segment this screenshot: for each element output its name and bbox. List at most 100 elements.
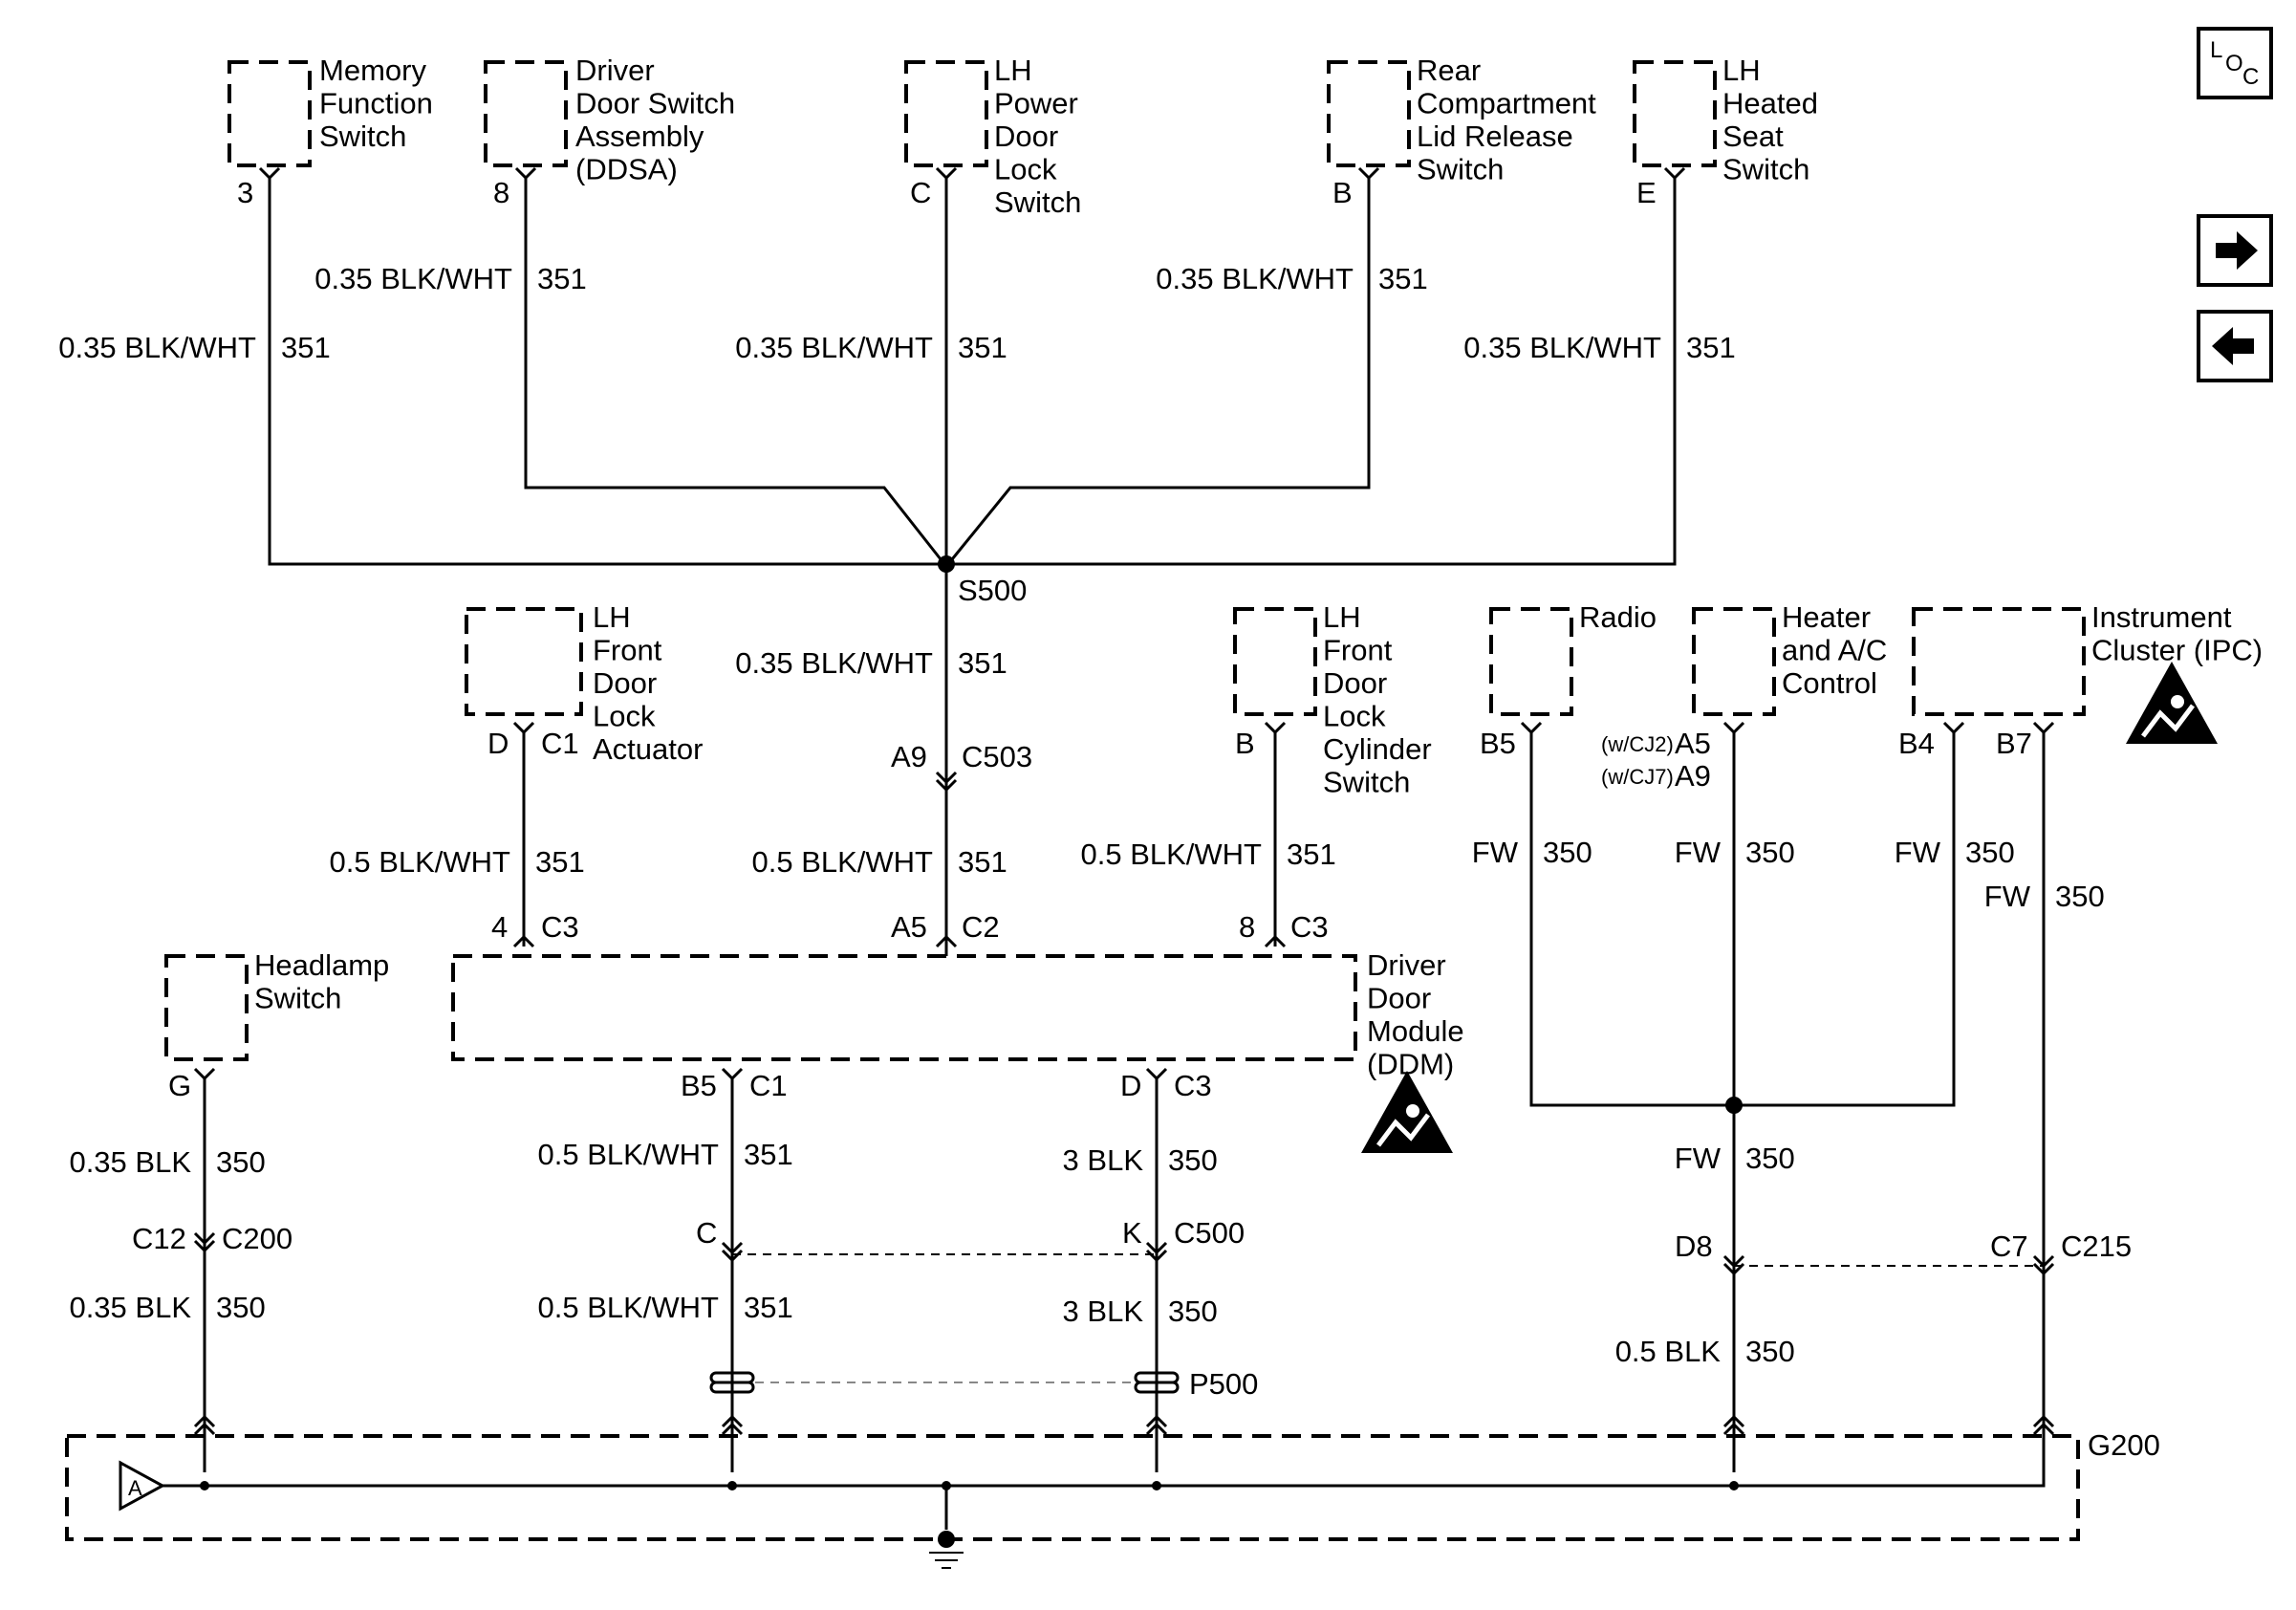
svg-text:0.35 BLK/WHT: 0.35 BLK/WHT [314,262,512,295]
radio-box [1489,607,1573,716]
svg-text:C: C [696,1216,717,1250]
esd-warning-icon-ipc [2126,662,2218,744]
svg-text:C: C [2242,64,2259,90]
svg-text:0.5 BLK/WHT: 0.5 BLK/WHT [1081,838,1263,871]
svg-text:B5: B5 [681,1069,717,1102]
svg-text:350: 350 [1745,836,1795,869]
svg-text:0.35 BLK/WHT: 0.35 BLK/WHT [1463,331,1661,364]
svg-text:3 BLK: 3 BLK [1063,1143,1144,1177]
svg-text:C215: C215 [2061,1229,2132,1263]
svg-text:P500: P500 [1189,1367,1258,1401]
svg-text:FW: FW [1895,836,1941,869]
svg-text:351: 351 [958,646,1007,680]
svg-text:D8: D8 [1675,1229,1713,1263]
svg-text:350: 350 [1745,1142,1795,1175]
svg-text:0.35 BLK: 0.35 BLK [69,1291,191,1324]
svg-text:350: 350 [1543,836,1592,869]
svg-text:0.35 BLK/WHT: 0.35 BLK/WHT [1156,262,1354,295]
svg-text:C: C [910,176,931,209]
svg-text:350: 350 [1168,1295,1218,1328]
svg-text:C1: C1 [541,727,579,760]
svg-text:C200: C200 [222,1222,292,1255]
svg-text:8: 8 [1239,910,1255,944]
svg-text:C2: C2 [962,910,1000,944]
svg-text:C7: C7 [1990,1229,2028,1263]
svg-text:0.35 BLK: 0.35 BLK [69,1145,191,1179]
lh-power-door-lock-switch-box [904,60,988,167]
svg-text:C3: C3 [1290,910,1329,944]
splice-s500 [938,555,955,573]
svg-text:0.5 BLK/WHT: 0.5 BLK/WHT [538,1291,720,1324]
svg-text:C500: C500 [1174,1216,1245,1250]
ground-symbol-icon [929,1531,964,1569]
memory-function-switch-box [227,60,312,167]
p500-grommet-left [709,1371,755,1394]
svg-text:351: 351 [281,331,331,364]
svg-text:G200: G200 [2088,1428,2160,1462]
svg-text:350: 350 [2055,880,2105,913]
svg-text:351: 351 [535,845,585,879]
heater-ac-control-box [1692,607,1776,716]
top-wires [268,178,1677,956]
svg-text:(w/CJ7): (w/CJ7) [1601,765,1674,789]
svg-text:4: 4 [491,910,508,944]
svg-text:8: 8 [493,176,509,209]
svg-text:L: L [2210,37,2222,63]
svg-text:B: B [1332,176,1353,209]
location-icon[interactable]: L O C [2197,27,2273,99]
svg-text:0.5 BLK/WHT: 0.5 BLK/WHT [752,845,934,879]
g200-ground-box [65,1434,2080,1541]
svg-text:350: 350 [1965,836,2015,869]
headlamp-switch-box [164,954,249,1061]
svg-text:351: 351 [1686,331,1736,364]
svg-text:350: 350 [1168,1143,1218,1177]
svg-text:350: 350 [216,1291,266,1324]
lh-heated-seat-switch-box [1633,60,1717,167]
svg-text:0.5 BLK/WHT: 0.5 BLK/WHT [538,1138,720,1171]
svg-text:FW: FW [1675,1142,1722,1175]
svg-text:B5: B5 [1480,727,1516,760]
prev-arrow-icon[interactable] [2197,310,2273,382]
ddsa-box [484,60,568,167]
svg-text:0.35 BLK/WHT: 0.35 BLK/WHT [735,646,933,680]
svg-text:A9: A9 [891,740,927,773]
svg-text:E: E [1636,176,1657,209]
svg-text:351: 351 [744,1291,793,1324]
svg-text:0.5 BLK/WHT: 0.5 BLK/WHT [330,845,511,879]
splice-fw-350 [1725,1097,1743,1114]
svg-text:FW: FW [1984,880,2031,913]
svg-text:351: 351 [958,331,1007,364]
svg-text:351: 351 [537,262,587,295]
svg-text:A5: A5 [891,910,927,944]
svg-text:S500: S500 [958,574,1027,607]
svg-text:C1: C1 [749,1069,788,1102]
rear-compartment-lid-release-switch-box [1327,60,1411,167]
svg-text:C503: C503 [962,740,1032,773]
lower-wires [162,1078,2046,1530]
svg-text:B7: B7 [1996,727,2032,760]
svg-text:C3: C3 [541,910,579,944]
svg-text:B: B [1235,727,1255,760]
next-arrow-icon[interactable] [2197,214,2273,287]
svg-text:A: A [128,1476,142,1500]
instrument-cluster-box [1912,607,2086,716]
svg-text:0.35 BLK/WHT: 0.35 BLK/WHT [735,331,933,364]
svg-text:D: D [487,727,509,760]
arrow-a-icon: A [119,1460,166,1512]
svg-text:B4: B4 [1898,727,1935,760]
svg-text:351: 351 [744,1138,793,1171]
driver-door-module-box [451,954,1357,1061]
svg-text:FW: FW [1675,836,1722,869]
svg-text:O: O [2225,51,2243,76]
svg-text:C3: C3 [1174,1069,1212,1102]
lh-front-door-lock-actuator-box [465,607,583,716]
ground-bus-dots [200,1481,1739,1490]
